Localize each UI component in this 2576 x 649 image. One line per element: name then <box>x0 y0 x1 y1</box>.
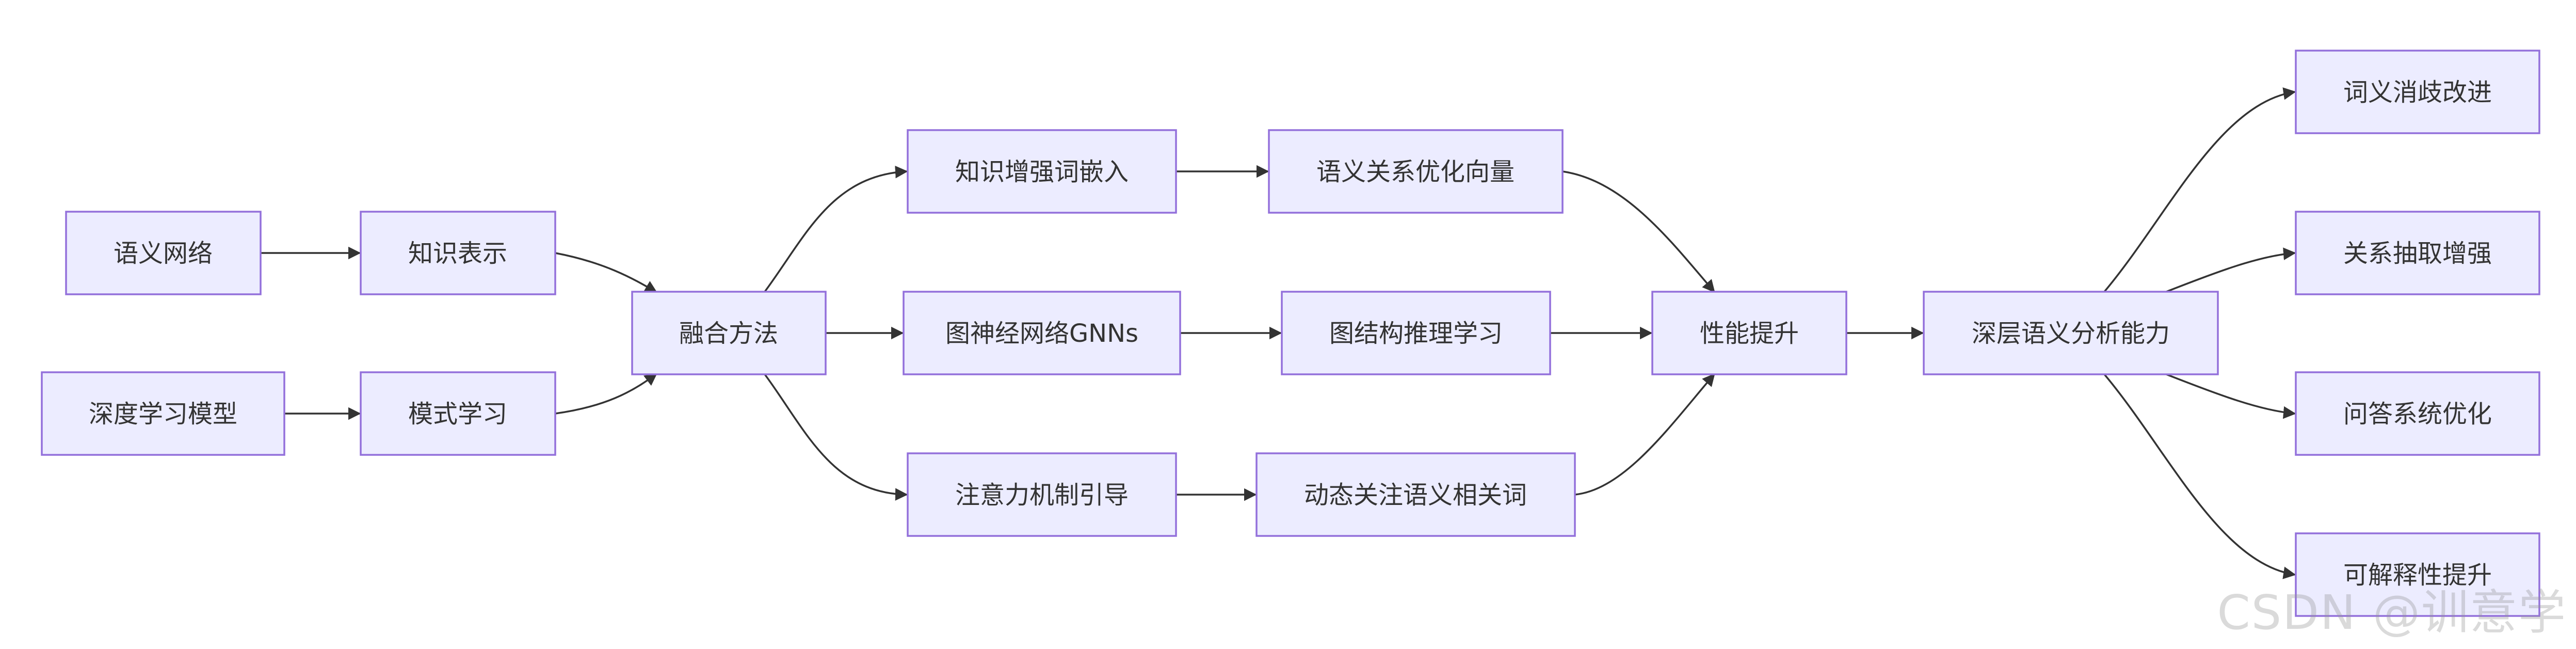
node-label: 词义消歧改进 <box>2343 78 2492 107</box>
node-knowledge-representation: 知识表示 <box>360 211 556 295</box>
node-semantic-vector-optimization: 语义关系优化向量 <box>1268 129 1564 214</box>
node-label: 可解释性提升 <box>2343 561 2492 590</box>
node-label: 知识增强词嵌入 <box>955 157 1129 186</box>
node-attention-guidance: 注意力机制引导 <box>907 452 1177 537</box>
node-label: 图结构推理学习 <box>1329 319 1503 348</box>
node-label: 知识表示 <box>408 239 507 268</box>
edge-deep-semantic-to-interpretability <box>2103 373 2296 579</box>
edge-deep-semantic-to-qa <box>2166 373 2296 419</box>
node-label: 融合方法 <box>679 319 778 348</box>
watermark: CSDN @训意学 <box>2217 585 2567 640</box>
node-gnn: 图神经网络GNNs <box>903 291 1181 375</box>
node-deep-semantic-analysis: 深层语义分析能力 <box>1923 291 2219 375</box>
node-performance-improvement: 性能提升 <box>1651 291 1847 375</box>
node-label: 深度学习模型 <box>89 400 237 429</box>
edge-fusion-to-attention <box>764 373 908 501</box>
edge-deep-semantic-to-relation-extraction <box>2166 247 2296 293</box>
node-dynamic-attention: 动态关注语义相关词 <box>1255 452 1576 537</box>
node-label: 图神经网络GNNs <box>945 319 1138 348</box>
node-relation-extraction: 关系抽取增强 <box>2295 211 2540 295</box>
edge-knowledge-repr-to-fusion <box>555 252 658 293</box>
node-deep-learning-model: 深度学习模型 <box>41 371 285 456</box>
edge-dynamic-attention-to-performance <box>1574 373 1715 496</box>
node-word-sense-disambiguation: 词义消歧改进 <box>2295 50 2540 134</box>
edge-fusion-to-knowledge-embedding <box>764 165 908 293</box>
node-label: 深层语义分析能力 <box>1972 319 2170 348</box>
node-interpretability: 可解释性提升 <box>2295 532 2540 617</box>
node-label: 语义网络 <box>114 239 213 268</box>
node-pattern-learning: 模式学习 <box>360 371 556 456</box>
edge-pattern-learning-to-fusion <box>555 373 657 415</box>
node-knowledge-enhanced-embedding: 知识增强词嵌入 <box>907 129 1177 214</box>
node-label: 模式学习 <box>408 400 507 429</box>
node-label: 问答系统优化 <box>2343 400 2492 429</box>
node-semantic-network: 语义网络 <box>65 211 262 295</box>
node-label: 语义关系优化向量 <box>1316 157 1515 186</box>
node-fusion-method: 融合方法 <box>631 291 827 375</box>
node-graph-reasoning: 图结构推理学习 <box>1281 291 1551 375</box>
node-label: 注意力机制引导 <box>955 481 1129 510</box>
node-label: 动态关注语义相关词 <box>1304 481 1527 510</box>
node-qa-optimization: 问答系统优化 <box>2295 371 2540 456</box>
node-label: 关系抽取增强 <box>2343 239 2492 268</box>
edges <box>261 87 2296 579</box>
edge-semantic-vector-to-performance <box>1562 170 1715 293</box>
node-label: 性能提升 <box>1700 319 1799 348</box>
edge-deep-semantic-to-wsd <box>2103 87 2296 293</box>
